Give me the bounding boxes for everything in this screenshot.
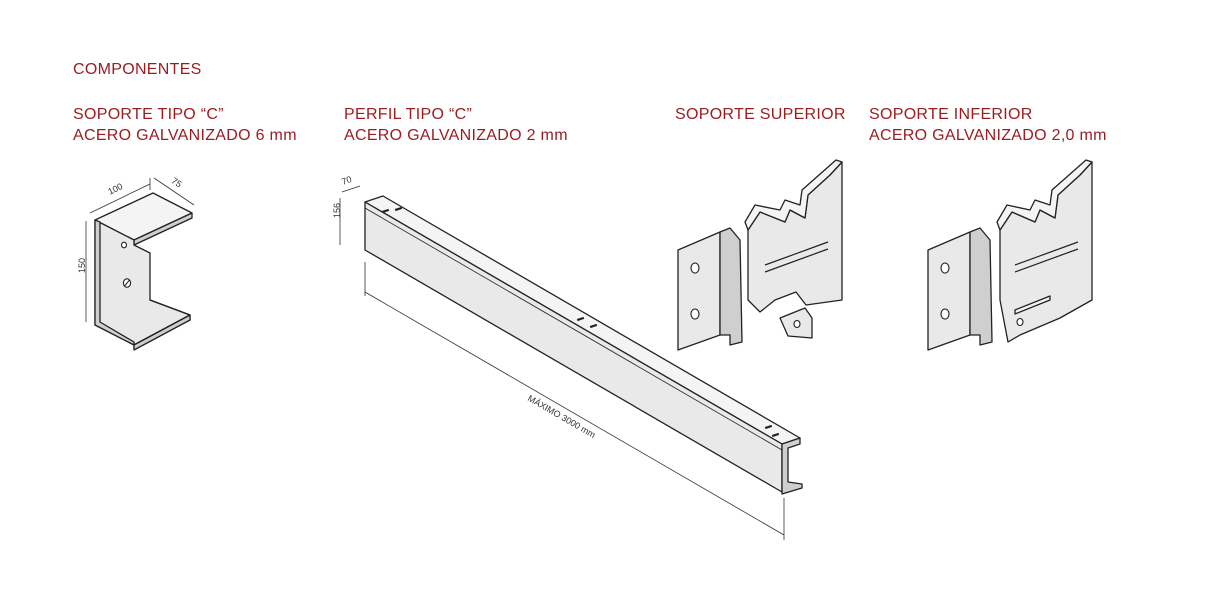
- soporte-c-bracket: [94, 192, 193, 351]
- component-material: ACERO GALVANIZADO 2 mm: [344, 127, 568, 144]
- inferior-hole-bottom: [940, 308, 950, 320]
- perfil-c-profile: [364, 195, 803, 495]
- superior-teeth: [744, 159, 843, 231]
- component-name: SOPORTE TIPO “C”: [73, 106, 224, 123]
- inferior-teeth: [996, 159, 1093, 231]
- inferior-fold: [969, 227, 993, 346]
- dim-profile-height: 156: [332, 203, 342, 218]
- component-material: ACERO GALVANIZADO 2,0 mm: [869, 127, 1107, 144]
- profile-slot: [576, 316, 585, 322]
- profile-slot: [589, 323, 598, 329]
- profile-slot: [381, 208, 390, 214]
- superior-wall-plate: [677, 231, 721, 351]
- inferior-main-plate: [999, 161, 1093, 343]
- component-label-soporte-c: SOPORTE TIPO “C” ACERO GALVANIZADO 6 mm: [73, 104, 297, 146]
- bracket-web-edge: [94, 219, 135, 346]
- superior-hole-bottom: [690, 308, 700, 320]
- bracket-bottom-edge: [133, 314, 191, 351]
- superior-tab-hole: [793, 319, 801, 329]
- superior-main-plate: [747, 161, 843, 313]
- bracket-top-hole: [120, 241, 128, 249]
- inferior-hole-top: [940, 262, 950, 274]
- inferior-wall-plate: [927, 231, 971, 351]
- dim-profile-length: MÁXIMO 3000 mm: [526, 393, 597, 440]
- bracket-hole-mark: [124, 279, 130, 287]
- superior-slot-line: [764, 248, 829, 273]
- component-name: SOPORTE SUPERIOR: [675, 106, 846, 123]
- inferior-slot-line: [1014, 241, 1079, 266]
- inferior-slot-line: [1014, 248, 1079, 273]
- component-material: ACERO GALVANIZADO 6 mm: [73, 127, 297, 144]
- profile-end-face: [781, 437, 803, 495]
- component-label-perfil-c: PERFIL TIPO “C” ACERO GALVANIZADO 2 mm: [344, 104, 568, 146]
- component-name: SOPORTE INFERIOR: [869, 106, 1033, 123]
- inferior-lower-hole: [1016, 317, 1024, 327]
- soporte-inferior-part: [927, 159, 1093, 351]
- profile-slot: [764, 424, 773, 430]
- dim-width: 100: [106, 181, 124, 197]
- page-title-text: COMPONENTES: [73, 61, 202, 78]
- component-label-soporte-superior: SOPORTE SUPERIOR: [675, 104, 846, 125]
- superior-hole-top: [690, 262, 700, 274]
- dim-profile-depth: 70: [340, 174, 353, 187]
- component-name: PERFIL TIPO “C”: [344, 106, 473, 123]
- profile-fold-line: [364, 207, 783, 451]
- profile-slot: [394, 206, 403, 212]
- dim-height: 150: [77, 258, 87, 273]
- inferior-lower-slot: [1014, 295, 1051, 315]
- component-label-soporte-inferior: SOPORTE INFERIOR ACERO GALVANIZADO 2,0 m…: [869, 104, 1107, 146]
- superior-slot-line: [764, 241, 829, 266]
- profile-slot: [771, 432, 780, 438]
- dim-depth: 75: [170, 176, 184, 190]
- soporte-c-dimensions: 100 75 150: [77, 176, 195, 322]
- superior-fold: [719, 227, 743, 346]
- page-title: COMPONENTES: [73, 59, 202, 80]
- soporte-superior-part: [677, 159, 843, 351]
